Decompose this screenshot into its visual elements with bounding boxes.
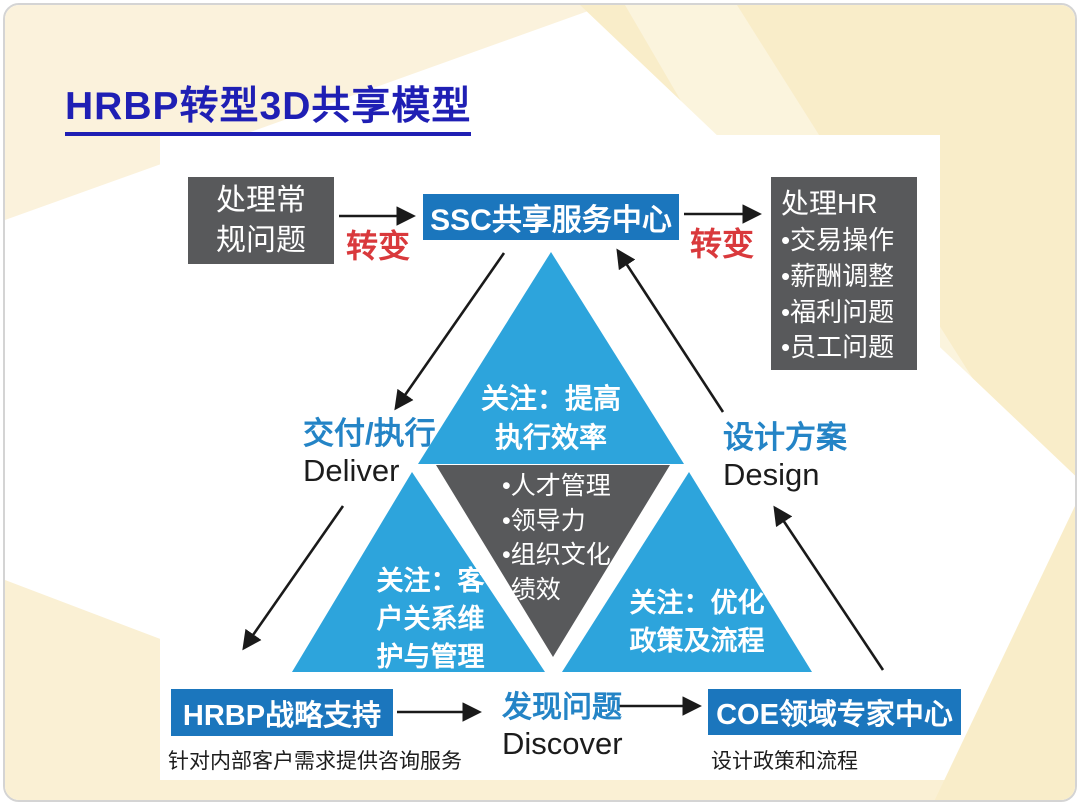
arrow-deliver-to-hrbp: [242, 505, 345, 651]
center-topic-item: •人才管理: [502, 472, 611, 500]
hr-transactions-box: 处理HR •交易操作 •薪酬调整 •福利问题 •员工问题: [771, 177, 917, 370]
deliver-label: 交付/执行 Deliver: [303, 416, 436, 489]
triangle-center-segment: [436, 465, 670, 657]
routine-problems-label: 处理常 规问题: [216, 183, 306, 257]
deliver-label-en: Deliver: [303, 452, 400, 488]
hr-transactions-item: •交易操作: [781, 225, 895, 256]
triangle-top-segment: [418, 252, 684, 464]
arrow-ssc-to-deliver: [394, 252, 506, 411]
focus-top-label: 关注：提高 执行效率: [480, 383, 621, 454]
hr-transactions-item: •员工问题: [781, 332, 895, 363]
diagram-shapes: [242, 204, 885, 722]
center-topics-list: •人才管理 •领导力 •组织文化 •绩效: [502, 469, 662, 607]
design-label: 设计方案 Design: [723, 420, 847, 493]
decor-bottom-right-wedge: [934, 505, 1075, 800]
center-topic-item: •组织文化: [502, 541, 611, 569]
coe-caption: 设计政策和流程: [711, 750, 858, 773]
transform-label-right: 转变: [690, 226, 755, 262]
discover-label: 发现问题 Discover: [502, 691, 623, 762]
design-label-cn: 设计方案: [723, 420, 847, 455]
page-title: HRBP转型3D共享模型: [65, 75, 472, 136]
design-label-en: Design: [723, 456, 820, 492]
hr-transactions-item: •薪酬调整: [781, 260, 895, 291]
ssc-center-label: SSC共享服务中心: [430, 204, 672, 237]
discover-label-cn: 发现问题: [502, 691, 622, 724]
triangle-bottom-left-segment: [292, 472, 545, 672]
triangle-bottom-right-segment: [562, 472, 812, 672]
hrbp-caption: 针对内部客户需求提供咨询服务: [168, 750, 462, 773]
ssc-center-box: SSC共享服务中心: [423, 194, 679, 240]
decor-left-strip: [5, 580, 163, 800]
hr-transactions-item: •福利问题: [781, 296, 895, 327]
hrbp-support-label: HRBP战略支持: [182, 699, 382, 732]
focus-left-label: 关注：客 户关系维 护与管理: [376, 566, 485, 672]
discover-label-en: Discover: [502, 725, 623, 761]
focus-right-label: 关注：优化 政策及流程: [629, 588, 765, 656]
decor-top-left-wedge: [5, 5, 605, 220]
hr-transactions-title: 处理HR: [781, 188, 878, 219]
routine-problems-box: 处理常 规问题: [188, 177, 334, 264]
arrow-coe-to-design: [773, 505, 885, 671]
center-topic-item: •领导力: [502, 506, 586, 535]
hrbp-support-box: HRBP战略支持: [171, 689, 393, 736]
deliver-label-cn: 交付/执行: [303, 416, 436, 451]
transform-label-left: 转变: [346, 228, 411, 264]
coe-expert-box: COE领域专家中心: [708, 689, 961, 735]
decor-bottom-band: [5, 780, 1075, 800]
slide-card: HRBP转型3D共享模型 处理常 规问题 转变 SSC共享服务中心 转变 处理H…: [3, 3, 1077, 802]
coe-expert-label: COE领域专家中心: [716, 699, 953, 731]
arrow-design-to-ssc: [616, 248, 725, 413]
center-topic-item: •绩效: [502, 575, 561, 604]
